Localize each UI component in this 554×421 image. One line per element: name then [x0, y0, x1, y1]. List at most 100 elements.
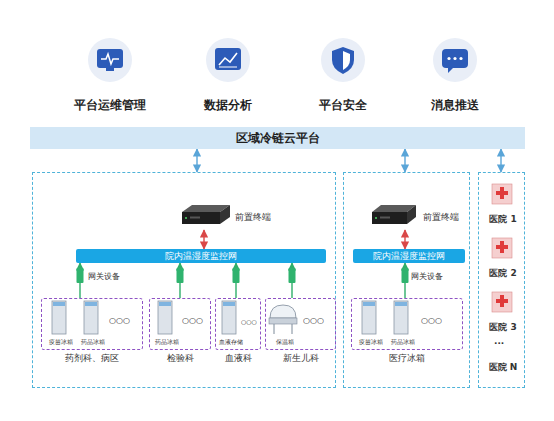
fridge-icon	[394, 301, 408, 334]
node-text: 平台运维管理	[74, 97, 146, 114]
message-icon	[448, 67, 454, 73]
more-units-label: ○○○	[421, 316, 442, 325]
front-terminal: 前置终端	[371, 204, 467, 230]
fridge-icon	[84, 301, 98, 334]
node-text: 药品冰箱	[155, 338, 179, 347]
platform-function: 消息推送	[407, 36, 503, 114]
more-units-label: ○○○	[303, 316, 324, 325]
fridge-panel	[85, 302, 97, 306]
message-icon	[459, 57, 462, 60]
fridge-unit: 药品冰箱	[388, 302, 418, 347]
node-text: 区域冷链云平台	[236, 130, 320, 147]
connector	[203, 230, 204, 249]
fridge-icon	[52, 301, 408, 334]
more-units-label: ○○○	[182, 316, 203, 325]
hospital-icon	[492, 238, 512, 258]
node-text: 检验科	[130, 352, 230, 365]
platform-function: 平台运维管理	[62, 36, 158, 114]
incubator-icon	[292, 324, 293, 334]
hospital-icon	[492, 184, 512, 204]
hospital-node: 医院 3	[482, 290, 524, 334]
node-text: 血液存储	[219, 338, 243, 347]
node-text: 医院 N	[489, 361, 518, 374]
terminal-device	[185, 217, 187, 219]
message-icon	[453, 57, 456, 60]
node-text: 药品冰箱	[81, 338, 105, 347]
hospital-node: 医院 2	[482, 236, 524, 280]
fridge-unit: 血液存储	[217, 302, 245, 347]
node-text: 新生儿科	[246, 352, 355, 365]
gateway-icon	[233, 268, 240, 283]
fridge-unit: 药品冰箱	[78, 302, 108, 347]
department-group: 医疗冰箱疫苗冰箱药品冰箱	[351, 298, 463, 350]
fridge-icon	[158, 301, 172, 334]
fridge-icon	[52, 301, 66, 334]
hospital-region: 医院 1 医院 2 医院 3 医院 N	[478, 172, 525, 388]
more-units-label: ○○○	[109, 316, 130, 325]
incubator-icon	[274, 324, 275, 334]
fridge-icon	[362, 301, 376, 334]
fridge-panel	[223, 302, 235, 306]
security-icon	[321, 38, 365, 82]
connector	[196, 149, 197, 172]
hospital-icon	[496, 191, 508, 195]
terminal-device	[182, 212, 220, 224]
node-text: 医院 3	[489, 321, 516, 334]
terminal-device	[380, 217, 390, 219]
terminal-device	[220, 205, 230, 224]
node-text: 医疗冰箱	[332, 352, 482, 365]
monitor-network-bar: 院内温湿度监控网	[76, 249, 326, 263]
node-text: 疫苗冰箱	[359, 338, 383, 347]
platform-function: 平台安全	[295, 36, 391, 114]
analysis-icon	[206, 38, 250, 82]
terminal-device	[372, 205, 416, 224]
ops-icon	[88, 38, 132, 82]
gateway-icon	[77, 268, 84, 283]
hospital-region: 前置终端院内温湿度监控网药剂科、病区疫苗冰箱药品冰箱检验科药品冰箱血液科血液存储…	[32, 172, 336, 388]
hospital-icon	[496, 299, 508, 303]
fridge-panel	[53, 302, 407, 306]
platform-function: 数据分析	[180, 36, 276, 114]
message-icon	[442, 49, 468, 68]
hospital-icon	[496, 245, 508, 249]
node-text: 前置终端	[423, 211, 459, 224]
terminal-device	[190, 217, 200, 219]
gateway-label: 网关设备	[411, 271, 443, 282]
terminal-device	[375, 217, 377, 219]
security-icon	[343, 51, 350, 70]
gateway-label: 网关设备	[88, 271, 120, 282]
security-icon	[321, 38, 365, 82]
message-icon	[447, 57, 450, 60]
gateway-icon	[177, 268, 184, 283]
department-group: 新生儿科保温箱	[265, 298, 336, 350]
ops-icon	[106, 68, 114, 71]
hospital-icon	[492, 292, 512, 312]
fridge-unit: 疫苗冰箱	[356, 302, 386, 347]
cloud-platform-band: 区域冷链云平台	[30, 127, 525, 149]
node-text: 消息推送	[431, 97, 479, 114]
incubator-icon	[269, 305, 297, 334]
fridge-panel	[395, 302, 407, 306]
node-text: 保温箱	[276, 338, 294, 347]
incubator-icon	[269, 318, 297, 324]
analysis-icon	[206, 38, 250, 82]
node-text: 疫苗冰箱	[49, 338, 73, 347]
node-text: 前置终端	[235, 211, 271, 224]
ops-icon	[88, 38, 132, 82]
front-terminal: 前置终端	[177, 204, 277, 230]
connector	[404, 149, 405, 172]
node-text: 医院 1	[489, 213, 516, 226]
terminal-device	[182, 205, 230, 224]
hospital-node: 医院 N	[482, 357, 524, 377]
analysis-icon	[219, 53, 237, 65]
fridge-icon	[222, 301, 236, 334]
hospital-icon	[492, 184, 512, 312]
terminal-device	[372, 212, 407, 224]
analysis-icon	[215, 48, 241, 70]
more-units-label: ○○○	[241, 318, 257, 325]
gateway-icon	[77, 268, 409, 283]
terminal-device	[407, 205, 416, 224]
ops-icon	[101, 54, 119, 64]
node-text: 院内温湿度监控网	[373, 250, 445, 263]
monitor-network-bar: 院内温湿度监控网	[353, 249, 465, 263]
